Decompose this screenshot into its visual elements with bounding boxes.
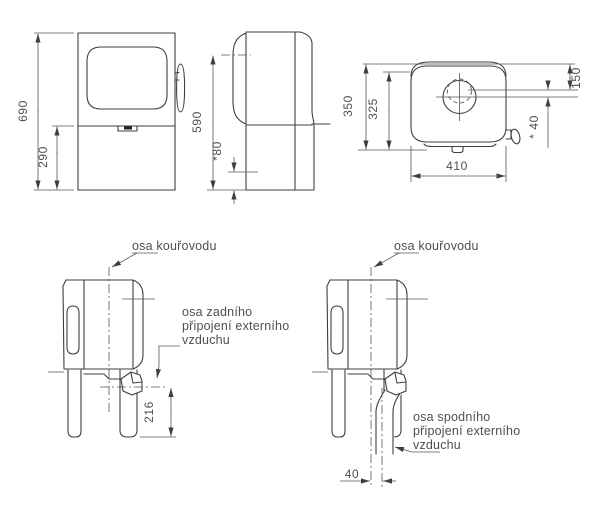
dim-410: 410 xyxy=(446,159,468,173)
rear-air-spigot-fill xyxy=(120,371,143,396)
air-duct-fill xyxy=(376,389,403,455)
dim-40: 40 xyxy=(345,467,360,481)
bottom-air-spigot-detail xyxy=(394,372,407,384)
top-plate-rear-edge xyxy=(410,61,507,77)
dim-350: 350 xyxy=(341,95,355,117)
side-body-outline xyxy=(245,31,331,191)
label-flue-leader-left xyxy=(111,252,138,268)
rear-air-body-outline xyxy=(62,279,144,370)
side-door-curve xyxy=(232,32,247,191)
label-rear-air-2: připojení externího xyxy=(182,319,289,333)
dim-216: 216 xyxy=(142,401,156,423)
rear-air-underside xyxy=(83,373,122,380)
dim-590: 590 xyxy=(190,111,204,133)
door-handle xyxy=(174,63,186,113)
dim-star80: *80 xyxy=(210,141,224,161)
dim-325: 325 xyxy=(366,98,380,120)
label-bottom-air-arrow xyxy=(394,446,413,453)
label-bottom-air-1: osa spodního xyxy=(413,410,490,424)
flue-crosshair xyxy=(436,73,578,121)
bottom-air-view: osa kouřovodu osa spodního připojení ext… xyxy=(312,239,520,488)
front-body-outline xyxy=(77,32,176,191)
front-view: 690 290 xyxy=(16,32,186,191)
bottom-air-underside xyxy=(347,373,386,380)
label-rear-air-3: vzduchu xyxy=(182,333,230,347)
dim-690: 690 xyxy=(16,100,30,122)
rear-air-side-slot xyxy=(66,305,80,355)
dim-150: 150 xyxy=(569,67,583,89)
rear-air-spigot-detail xyxy=(130,372,143,384)
dim-290: 290 xyxy=(36,146,50,168)
rear-air-view: osa kouřovodu osa zadního připojení exte… xyxy=(48,239,289,438)
top-front-face-line xyxy=(423,143,497,148)
top-body-outline xyxy=(410,65,507,143)
label-bottom-air-3: vzduchu xyxy=(413,438,461,452)
label-flue-axis-left: osa kouřovodu xyxy=(132,239,217,253)
label-rear-air-hook xyxy=(158,345,180,366)
top-door-handle-knob xyxy=(510,128,521,145)
bottom-air-body-outline xyxy=(326,279,408,370)
front-glass-window xyxy=(86,46,168,110)
side-view: 590 *80 xyxy=(190,31,331,204)
top-extension-lines xyxy=(358,63,575,182)
label-rear-air-arrow xyxy=(155,365,162,379)
bottom-air-spigot xyxy=(384,371,407,396)
front-extension-lines xyxy=(34,32,74,191)
front-latch-knob xyxy=(124,126,132,130)
rear-air-legs xyxy=(67,369,138,438)
front-latch xyxy=(117,125,138,132)
label-flue-leader-right xyxy=(373,252,400,268)
top-latch-tab xyxy=(451,145,464,154)
label-flue-axis-right: osa kouřovodu xyxy=(394,239,479,253)
top-door-handle xyxy=(505,129,512,140)
top-view: 350 325 410 150 * 40 xyxy=(341,61,583,182)
label-bottom-air-2: připojení externího xyxy=(413,424,520,438)
bottom-air-side-slot xyxy=(330,305,344,355)
dim-star40: * 40 xyxy=(527,115,541,139)
label-rear-air-1: osa zadního xyxy=(182,305,252,319)
